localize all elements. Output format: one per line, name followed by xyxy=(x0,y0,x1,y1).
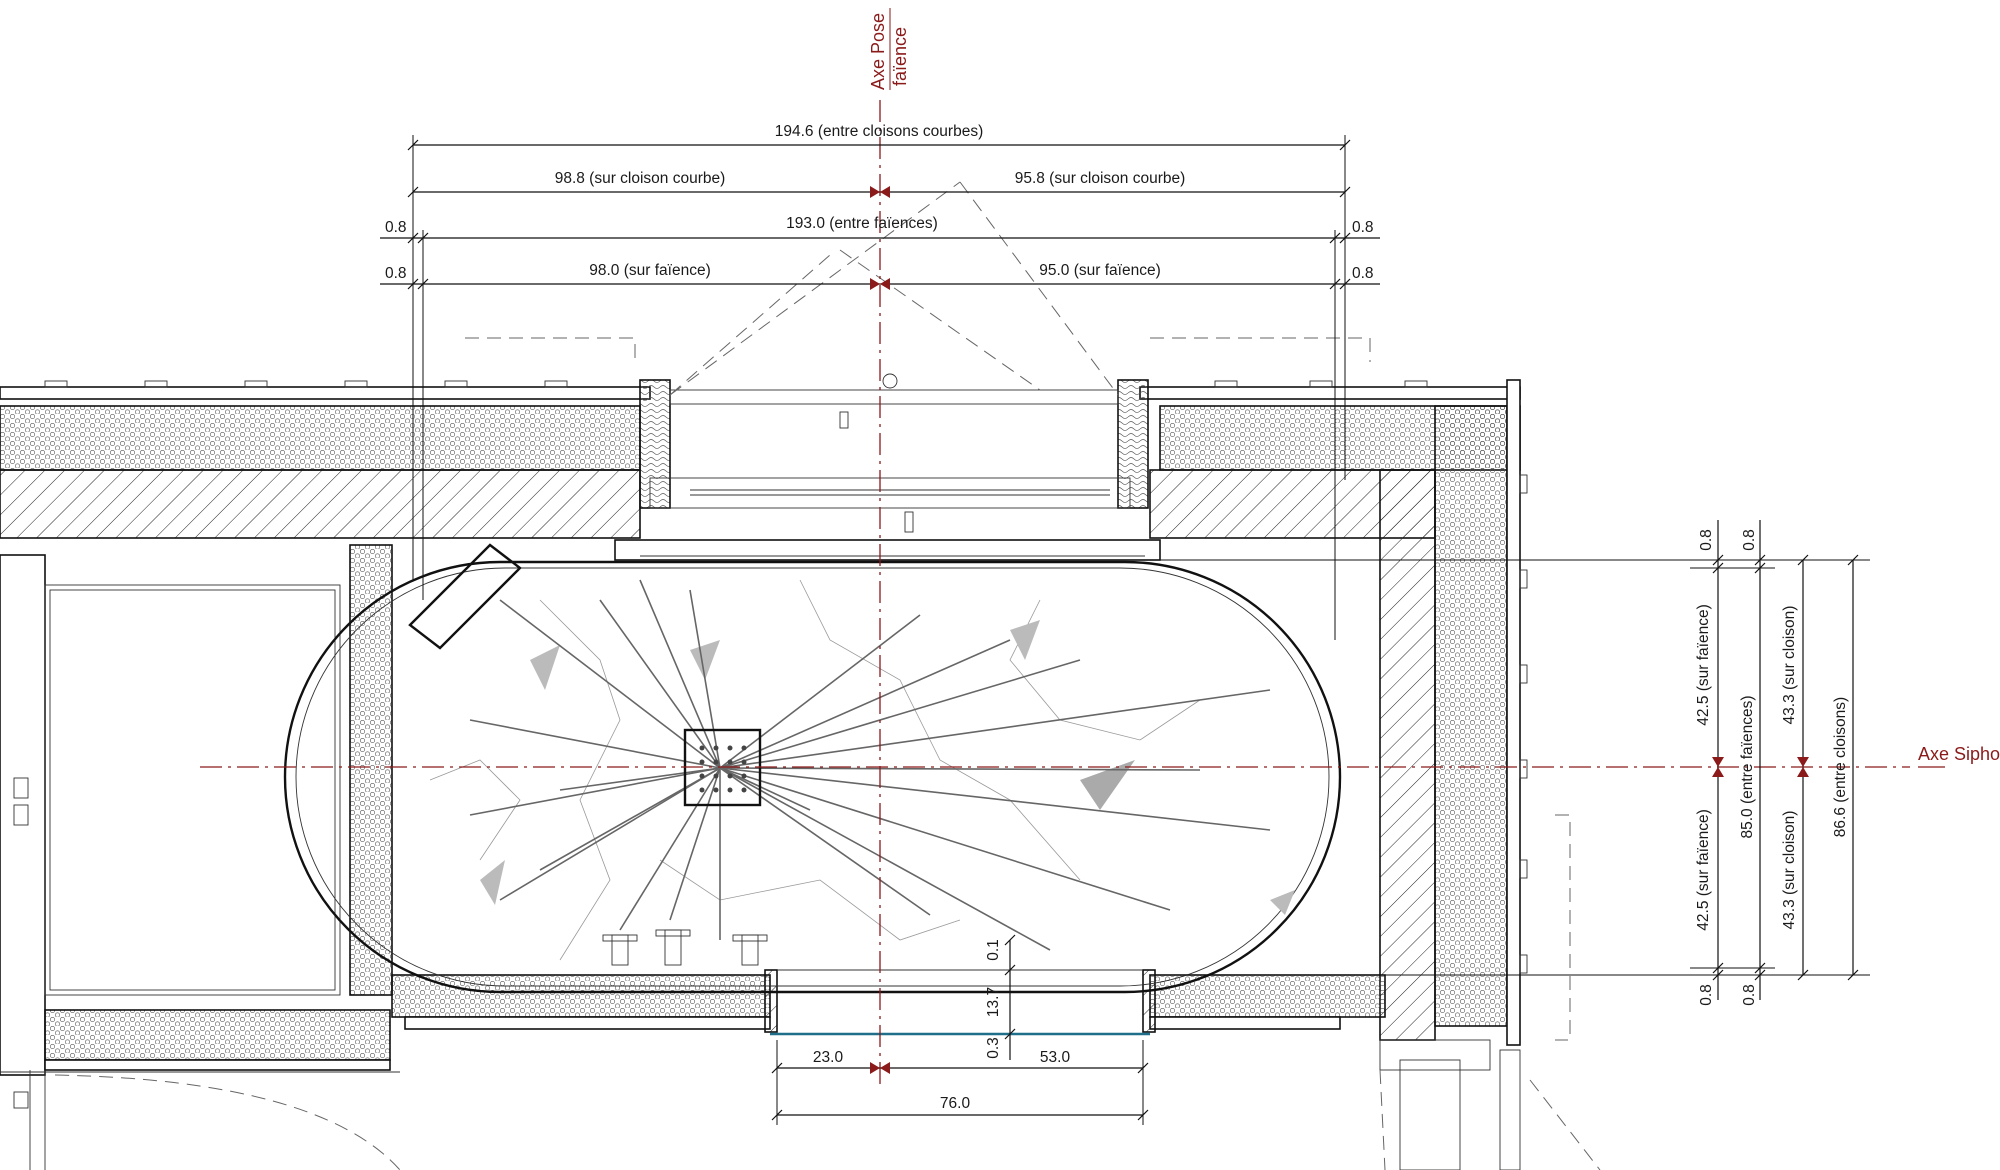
dim-13-7: 13.7 xyxy=(985,987,1002,1017)
dim-53-0: 53.0 xyxy=(1040,1049,1071,1066)
dim-0-8-right-top-b: 0.8 xyxy=(1741,529,1758,551)
bottom-wall xyxy=(391,969,1386,1036)
shower-tray xyxy=(283,543,1342,994)
dim-0-3: 0.3 xyxy=(985,1037,1002,1059)
axe-siphon-label: Axe Siphon xyxy=(1918,744,2000,764)
dim-0-8-right-top-a: 0.8 xyxy=(1698,529,1715,551)
top-dimensions: 194.6 (entre cloisons courbes) 98.8 (sur… xyxy=(380,123,1380,640)
dim-193-0: 193.0 (entre faïences) xyxy=(786,215,938,232)
bottom-dimensions: 0.1 13.7 0.3 23.0 53.0 76.0 xyxy=(771,934,1149,1125)
dim-95-8: 95.8 (sur cloison courbe) xyxy=(1015,170,1186,187)
dim-0-8-top-left-a: 0.8 xyxy=(385,219,407,236)
right-dimensions: 42.5 (sur faïence) 42.5 (sur faïence) 85… xyxy=(1160,520,2000,1006)
dim-0-1: 0.1 xyxy=(985,939,1002,961)
axis-lines xyxy=(200,100,1945,1090)
left-room xyxy=(0,544,401,1170)
axe-pose-label: Axe Pose faïence xyxy=(868,8,910,90)
dim-42-5-upper: 42.5 (sur faïence) xyxy=(1695,604,1712,725)
dim-0-8-top-right-a: 0.8 xyxy=(1352,219,1374,236)
dim-0-8-top-right-b: 0.8 xyxy=(1352,265,1374,282)
top-wall xyxy=(0,373,1521,561)
dim-98-0: 98.0 (sur faïence) xyxy=(589,262,710,279)
dim-43-3-upper: 43.3 (sur cloison) xyxy=(1781,606,1798,725)
dim-0-8-right-bottom-b: 0.8 xyxy=(1741,984,1758,1006)
dim-95-0: 95.0 (sur faïence) xyxy=(1039,262,1160,279)
dim-86-6: 86.6 (entre cloisons) xyxy=(1832,697,1849,837)
dim-76-0: 76.0 xyxy=(940,1095,971,1112)
dim-0-8-right-bottom-a: 0.8 xyxy=(1698,984,1715,1006)
dim-98-8: 98.8 (sur cloison courbe) xyxy=(555,170,726,187)
dim-23-0: 23.0 xyxy=(813,1049,844,1066)
right-wall xyxy=(1379,379,1601,1170)
dim-85-0: 85.0 (entre faïences) xyxy=(1739,695,1756,838)
dim-42-5-lower: 42.5 (sur faïence) xyxy=(1695,809,1712,930)
dim-194-6: 194.6 (entre cloisons courbes) xyxy=(775,123,984,140)
window-swing xyxy=(465,181,1371,396)
axe-pose-text: Axe Pose xyxy=(868,13,888,90)
dim-43-3-lower: 43.3 (sur cloison) xyxy=(1781,811,1798,930)
faience-text: faïence xyxy=(890,27,910,86)
dim-0-8-top-left-b: 0.8 xyxy=(385,265,407,282)
